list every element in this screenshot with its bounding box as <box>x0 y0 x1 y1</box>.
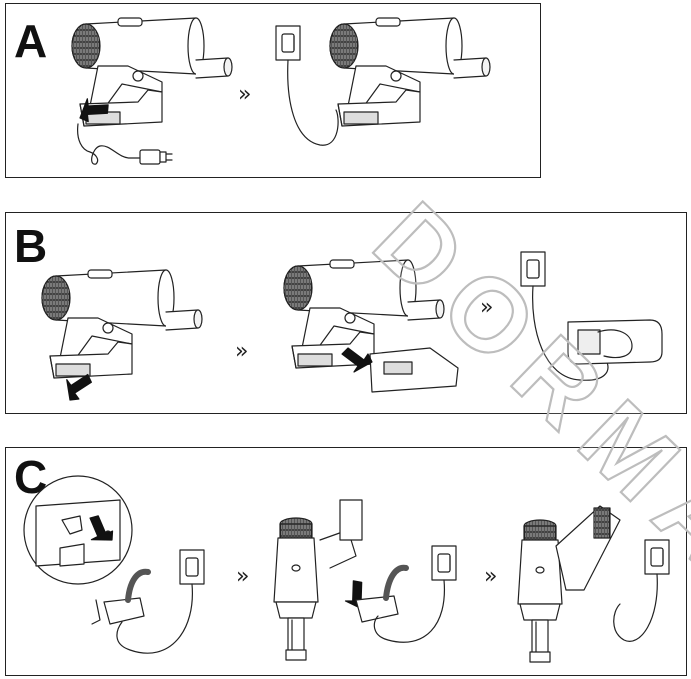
step-arrow: » <box>235 339 249 364</box>
vacuum-icon <box>41 269 203 379</box>
wall-bracket-icon <box>91 568 151 625</box>
wall-bracket-icon <box>23 475 133 585</box>
wall-socket-icon <box>431 545 457 581</box>
wall-bracket-icon <box>339 499 363 541</box>
wall-socket-icon <box>275 25 301 61</box>
step-arrow: » <box>480 295 494 320</box>
step-label-b: B <box>14 220 48 272</box>
battery-icon <box>369 347 459 393</box>
vacuum-icon <box>273 517 319 661</box>
wall-socket-icon <box>179 549 205 585</box>
wall-socket-icon <box>520 251 546 287</box>
step-arrow: » <box>236 564 250 589</box>
charger-cable <box>287 59 339 146</box>
wall-bracket-icon <box>355 564 409 623</box>
charger-icon <box>77 123 173 165</box>
charger-cable <box>116 583 193 654</box>
vacuum-icon <box>329 17 491 127</box>
charger-cable <box>532 285 609 381</box>
vacuum-icon <box>517 519 563 663</box>
wall-socket-icon <box>644 539 670 575</box>
charger-cable <box>373 579 446 643</box>
charger-cable <box>613 573 658 642</box>
step-label-a: A <box>14 15 48 67</box>
step-arrow: » <box>484 564 498 589</box>
step-arrow: » <box>238 82 252 107</box>
battery-icon <box>567 319 663 365</box>
